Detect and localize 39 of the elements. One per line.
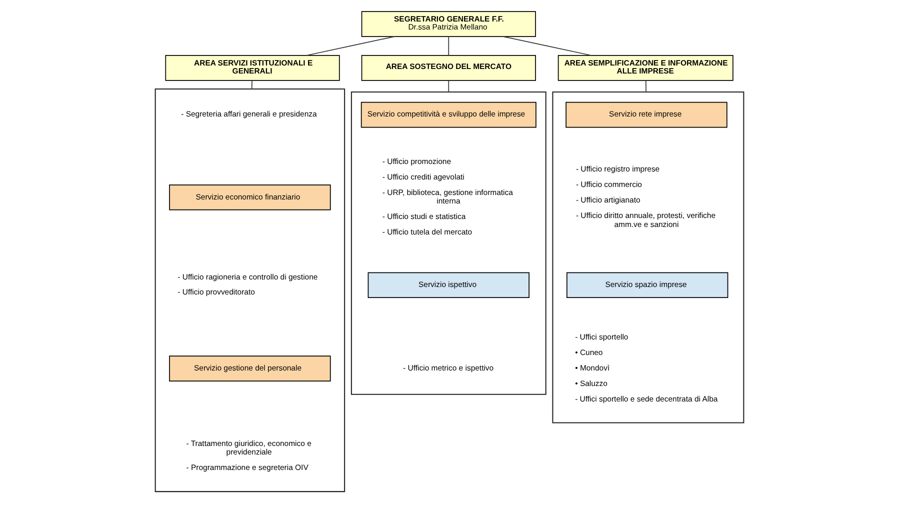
- connector: [448, 80, 450, 92]
- label: - Ufficio commercio: [576, 180, 642, 190]
- connector: [306, 36, 395, 56]
- node-box: Servizio gestione del personale: [169, 356, 331, 382]
- label: - Ufficio provveditorato: [178, 288, 255, 297]
- node-box: Servizio rete imprese: [566, 102, 728, 128]
- connector: [502, 36, 592, 56]
- label: - Ufficio registro imprese: [576, 164, 660, 174]
- label: - Uffici sportello e sede decentrata di Alba: [575, 394, 718, 404]
- label: • Cuneo: [575, 348, 603, 357]
- node-box: AREA SEMPLIFICAZIONE E INFORMAZIONE ALLE IMPRESE: [558, 55, 734, 81]
- cluster: [154, 88, 346, 492]
- label: - Ufficio metrico e ispettivo: [403, 363, 494, 372]
- node-box: Servizio competitività e sviluppo delle imprese: [360, 102, 536, 128]
- label: - Segreteria affari generali e presidenza: [181, 110, 317, 119]
- node-box: AREA SOSTEGNO DEL MERCATO: [361, 55, 536, 81]
- label: - Ufficio artigianato: [576, 196, 640, 205]
- label: - Trattamento giuridico, economico e previdenziale: [186, 439, 312, 457]
- label: - Ufficio promozione: [382, 156, 452, 166]
- label: - Ufficio tutela del mercato: [382, 228, 472, 237]
- cluster: [552, 91, 744, 424]
- node-box: Servizio spazio imprese: [566, 272, 728, 298]
- label: - Ufficio diritto annuale, protesti, verifiche amm.ve e sanzioni: [576, 211, 716, 229]
- node-box: SEGRETARIO GENERALE F.F. Dr.ssa Patrizia Mellano: [361, 11, 536, 37]
- connector: [251, 80, 252, 90]
- node-box: Servizio ispettivo: [368, 272, 530, 298]
- label: - Ufficio studi e statistica: [382, 212, 466, 222]
- label: - Ufficio ragioneria e controllo di gestione: [178, 272, 318, 282]
- node-box: AREA SERVIZI ISTITUZIONALI E GENERALI: [165, 55, 340, 81]
- label: - Programmazione e segreteria OIV: [186, 463, 308, 472]
- label: - Uffici sportello: [575, 332, 628, 342]
- label: - Ufficio crediti agevolati: [382, 172, 464, 182]
- node-box: Servizio economico finanziario: [169, 184, 331, 210]
- label: • Saluzzo: [575, 378, 608, 388]
- connector: [448, 36, 450, 56]
- cluster: [350, 91, 546, 395]
- connector: [645, 80, 646, 92]
- label: • Mondovì: [575, 363, 610, 372]
- label: - URP, biblioteca, gestione informatica interna: [382, 188, 513, 206]
